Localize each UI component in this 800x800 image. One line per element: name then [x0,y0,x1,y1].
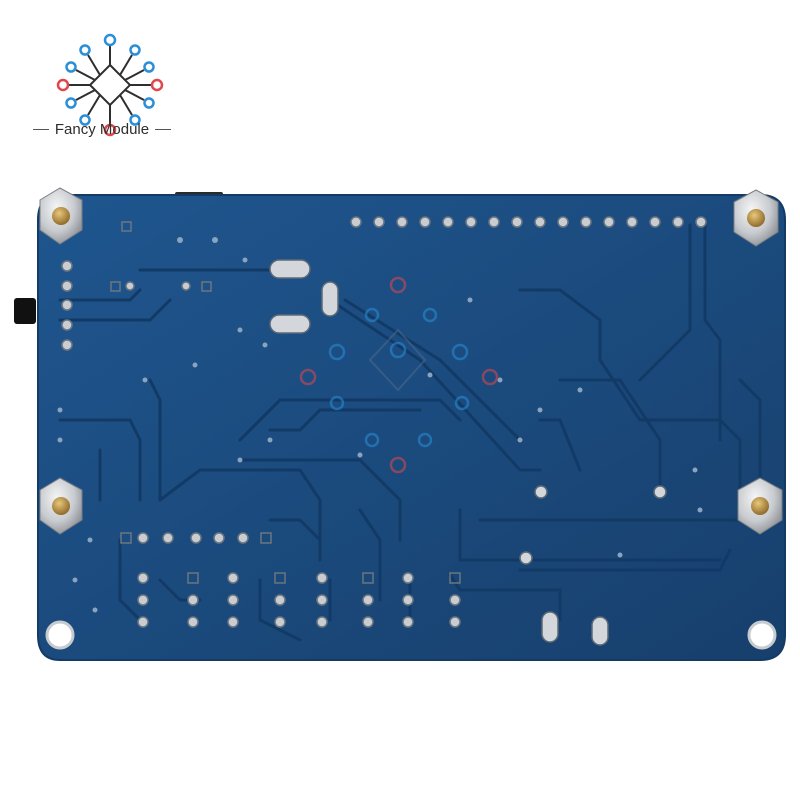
brand-label: Fancy Module [22,118,182,140]
divider [155,128,172,130]
watermark-logo [299,276,499,474]
left-pin-column [61,221,212,351]
slide-switch [14,298,36,324]
via-dots [57,237,703,613]
solder-pads [269,259,667,646]
standoff-nuts [39,187,783,535]
mounting-holes [45,620,777,650]
header-pin-row [350,216,707,228]
divider [32,128,49,130]
mid-pin-row [120,532,272,544]
board-outline [37,194,786,661]
brand-name: Fancy Module [54,120,150,138]
circuit-node-logo-icon [56,33,164,137]
bottom-pin-grid [137,572,461,628]
